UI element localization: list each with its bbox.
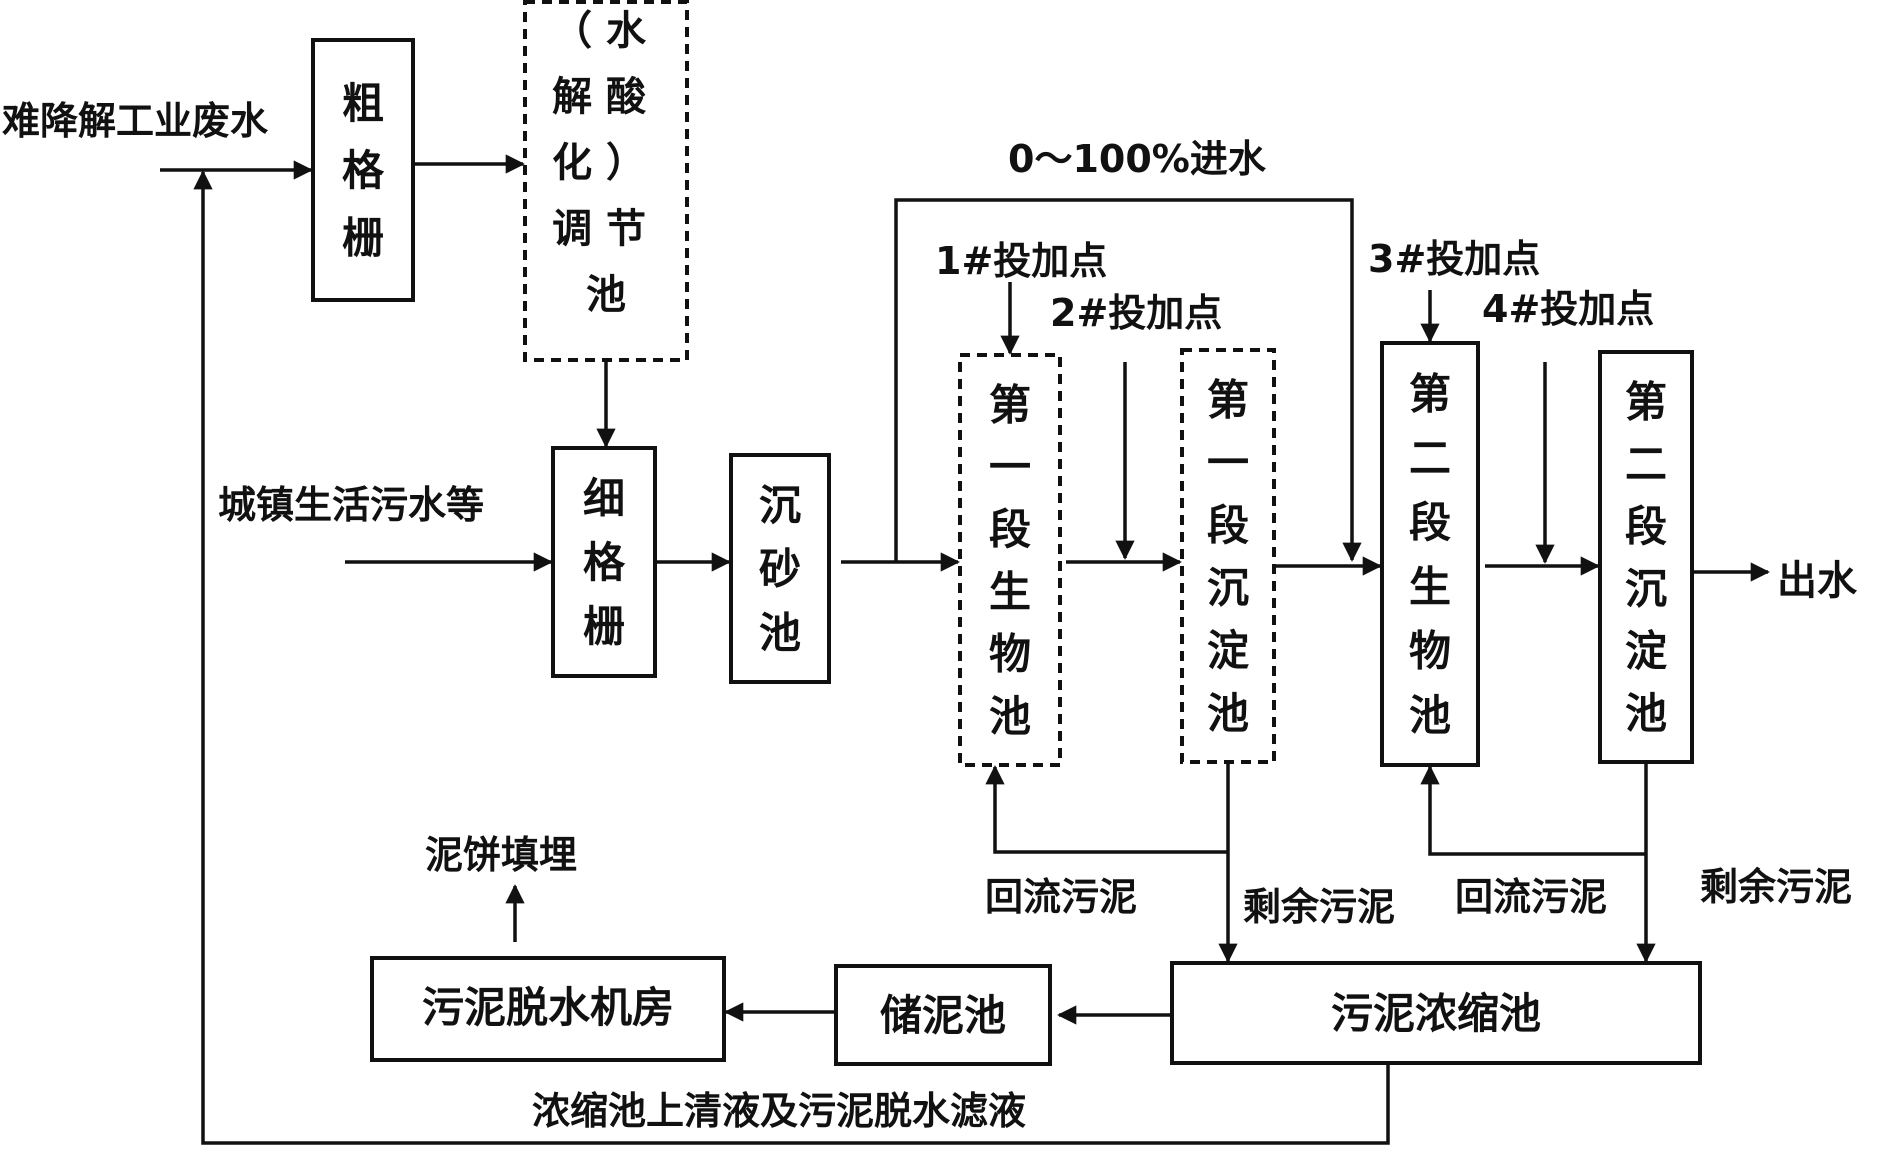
grit-chamber-node: 沉砂池: [729, 453, 831, 684]
dose-point-3-label: 3#投加点: [1368, 237, 1540, 281]
sludge-storage-node: 储泥池: [834, 964, 1052, 1066]
first-stage-bio-tank-node: 第一段生物池: [958, 353, 1062, 767]
municipal-inflow-label: 城镇生活污水等: [218, 483, 484, 527]
second-stage-sedimentation-label: 第二段沉淀池: [1625, 377, 1667, 738]
eq-line-2: 解 酸: [552, 74, 647, 120]
filtrate-recirculation-line: [193, 170, 1390, 1145]
bypass-label: 0～100%进水: [1008, 137, 1267, 181]
first-stage-sedimentation-label: 第一段沉淀池: [1207, 375, 1249, 737]
first-stage-bio-tank-label: 第一段生物池: [989, 380, 1031, 741]
eq-line-1: （ 水: [552, 8, 647, 54]
eq-line-3: 化 ）: [552, 140, 646, 186]
second-stage-sedimentation-node: 第二段沉淀池: [1598, 350, 1694, 764]
eq-line-4: 调 节: [552, 206, 646, 252]
equalization-tank-label: （ 水 解 酸 化 ） 调 节 池: [552, 8, 660, 318]
sludge-dewatering-room-label: 污泥脱水机房: [422, 983, 674, 1032]
dose-point-4-label: 4#投加点: [1482, 287, 1654, 331]
second-stage-bio-tank-node: 第二段生物池: [1380, 341, 1480, 767]
sludge-dewatering-room-node: 污泥脱水机房: [370, 956, 726, 1062]
return-sludge-1-label: 回流污泥: [985, 875, 1137, 919]
eq-line-5: 池: [586, 272, 626, 318]
dose-point-1-label: 1#投加点: [935, 239, 1107, 283]
fine-screen-node: 细格栅: [551, 446, 657, 678]
return-sludge-line-2: [1420, 765, 1646, 856]
sludge-thickener-label: 污泥浓缩池: [1331, 989, 1541, 1038]
fine-screen-label: 细格栅: [583, 474, 626, 651]
cake-landfill-label: 泥饼填埋: [425, 833, 577, 877]
coarse-screen-label: 粗格栅: [342, 79, 385, 262]
effluent-label: 出水: [1777, 558, 1858, 604]
second-stage-bio-tank-label: 第二段生物池: [1409, 369, 1451, 740]
return-sludge-line-1: [985, 765, 1228, 854]
sludge-thickener-node: 污泥浓缩池: [1170, 961, 1702, 1065]
industrial-inflow-label: 难降解工业废水: [2, 99, 269, 143]
filtrate-label: 浓缩池上清液及污泥脱水滤液: [532, 1089, 1026, 1133]
coarse-screen-node: 粗格栅: [311, 38, 415, 302]
dose-point-2-label: 2#投加点: [1050, 291, 1222, 335]
excess-sludge-1-label: 剩余污泥: [1243, 885, 1395, 929]
return-sludge-2-label: 回流污泥: [1455, 875, 1607, 919]
excess-sludge-2-label: 剩余污泥: [1700, 865, 1852, 909]
bypass-line: [894, 198, 1362, 562]
equalization-tank-node: （ 水 解 酸 化 ） 调 节 池: [523, 0, 689, 362]
first-stage-sedimentation-node: 第一段沉淀池: [1180, 348, 1276, 764]
sludge-storage-label: 储泥池: [880, 991, 1006, 1040]
grit-chamber-label: 沉砂池: [759, 481, 801, 657]
